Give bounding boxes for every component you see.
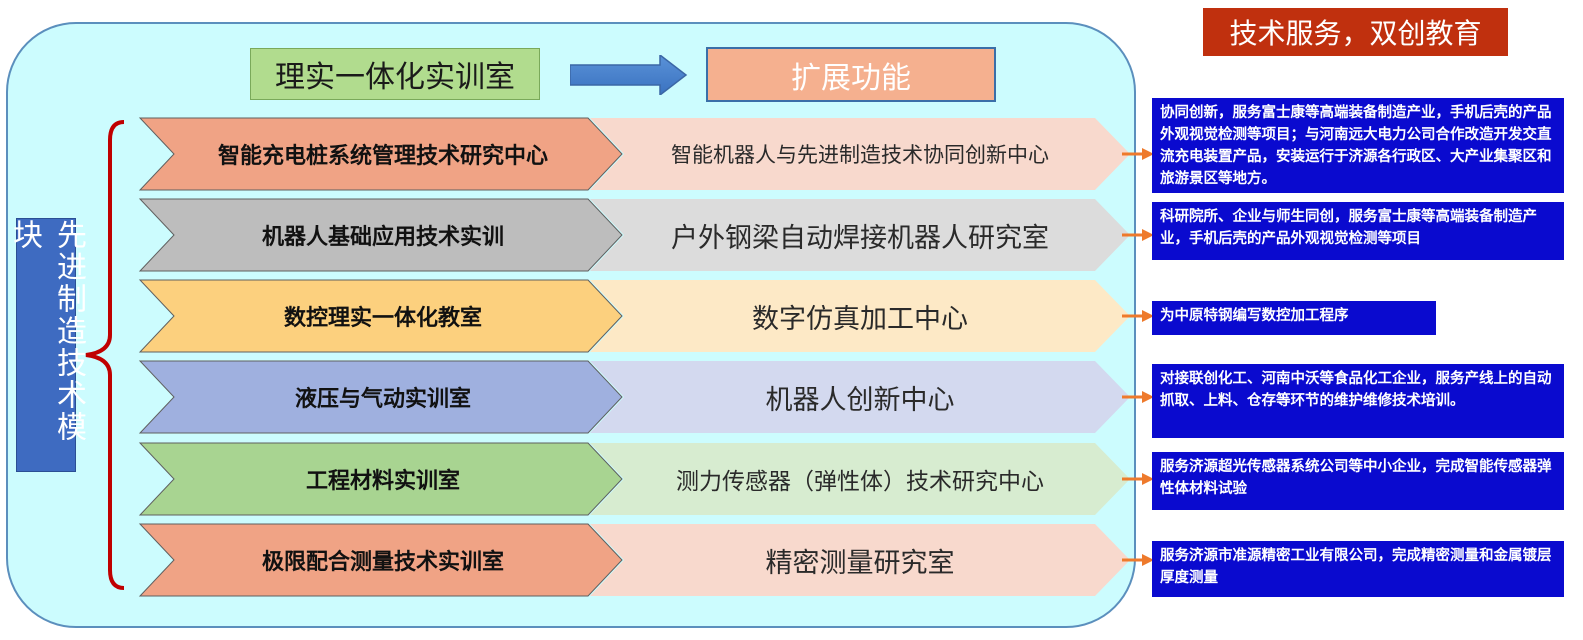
module-label-box: 先进制造技术模块 (7, 218, 86, 472)
curly-brace-icon (85, 120, 125, 590)
service-note: 为中原特钢编写数控加工程序 (1152, 301, 1436, 335)
row-extension: 数字仿真加工中心 (752, 303, 968, 335)
row-extension: 智能机器人与先进制造技术协同创新中心 (671, 143, 1049, 167)
row-extension: 测力传感器（弹性体）技术研究中心 (676, 469, 1044, 495)
row-label: 智能充电桩系统管理技术研究中心 (217, 143, 548, 169)
row-label: 机器人基础应用技术实训 (261, 224, 504, 250)
row-extension: 精密测量研究室 (765, 547, 955, 579)
header-right: 扩展功能 (706, 47, 996, 102)
service-note: 对接联创化工、河南中沃等食品化工企业，服务产线上的自动抓取、上料、仓存等环节的维… (1152, 364, 1564, 438)
row-label: 极限配合测量技术实训室 (261, 549, 504, 575)
service-note: 协同创新，服务富士康等高端装备制造产业，手机后壳的产品外观视觉检测等项目；与河南… (1152, 98, 1564, 193)
row-label: 液压与气动实训室 (294, 386, 471, 412)
module-label: 先进制造技术模块 (7, 219, 86, 443)
row-label: 工程材料实训室 (305, 468, 460, 494)
page-title: 技术服务，双创教育 (1203, 8, 1508, 56)
header-left: 理实一体化实训室 (250, 48, 540, 100)
service-note: 科研院所、企业与师生同创，服务富士康等高端装备制造产业，手机后壳的产品外观视觉检… (1152, 202, 1564, 260)
row-extension: 机器人创新中心 (765, 384, 955, 416)
arrow-right-icon (570, 55, 688, 95)
row-extension: 户外钢梁自动焊接机器人研究室 (671, 222, 1049, 254)
service-note: 服务济源超光传感器系统公司等中小企业，完成智能传感器弹性体材料试验 (1152, 452, 1564, 510)
row-label: 数控理实一体化教室 (283, 305, 482, 331)
service-note: 服务济源市准源精密工业有限公司，完成精密测量和金属镀层厚度测量 (1152, 541, 1564, 597)
